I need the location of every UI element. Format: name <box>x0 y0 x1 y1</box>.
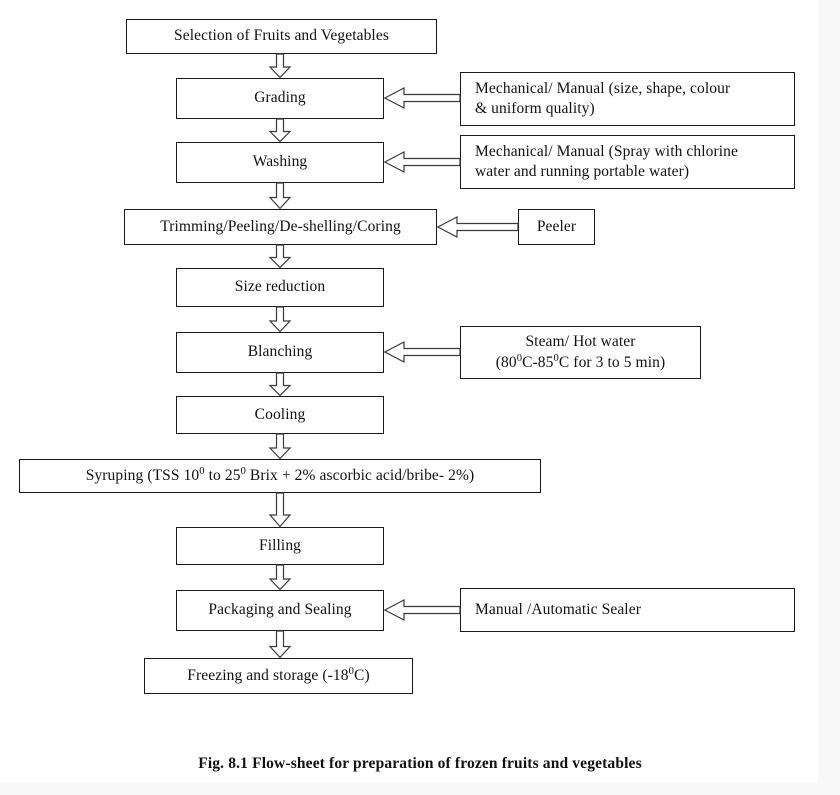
process-label-cooling: Cooling <box>254 405 306 423</box>
flow-arrow-trimming-to-size-reduction <box>268 244 292 269</box>
flow-arrow-packaging-to-freezing <box>268 630 292 659</box>
process-box-syruping: Syruping (TSS 100 to 250 Brix + 2% ascor… <box>19 459 541 493</box>
flow-arrow-grading-note-to-grading <box>383 87 461 109</box>
flow-arrow-washing-to-trimming <box>268 182 292 210</box>
process-box-washing: Washing <box>176 142 384 183</box>
annotation-box-grading-note: Mechanical/ Manual (size, shape, colour&… <box>460 72 795 126</box>
process-label-trimming: Trimming/Peeling/De-shelling/Coring <box>160 217 401 235</box>
flow-arrow-selection-to-grading <box>268 53 292 79</box>
process-label-washing: Washing <box>252 153 308 171</box>
figure-caption: Fig. 8.1 Flow-sheet for preparation of f… <box>0 755 840 773</box>
process-box-blanching: Blanching <box>176 332 384 373</box>
flow-arrow-sealer-note-to-packaging <box>383 599 461 621</box>
process-box-cooling: Cooling <box>176 396 384 434</box>
process-label-filling: Filling <box>258 536 302 554</box>
flow-arrow-size-reduction-to-blanching <box>268 306 292 333</box>
page-margin-right <box>818 0 840 795</box>
process-label-blanching: Blanching <box>247 343 313 361</box>
process-box-size-reduction: Size reduction <box>176 268 384 307</box>
process-label-selection: Selection of Fruits and Vegetables <box>174 27 389 45</box>
process-box-freezing: Freezing and storage (-180C) <box>144 658 413 694</box>
process-label-packaging: Packaging and Sealing <box>208 601 352 619</box>
annotation-text-peeler-note: Peeler <box>536 217 577 235</box>
process-label-size-reduction: Size reduction <box>234 278 326 296</box>
annotation-box-blanching-note: Steam/ Hot water(800C-850C for 3 to 5 mi… <box>460 326 701 379</box>
process-box-packaging: Packaging and Sealing <box>176 590 384 631</box>
figure-caption-text: Fig. 8.1 Flow-sheet for preparation of f… <box>198 755 642 772</box>
page-margin-bottom <box>0 783 840 795</box>
flow-arrow-peeler-note-to-trimming <box>436 216 519 238</box>
flow-arrow-washing-note-to-washing <box>383 151 461 173</box>
process-box-trimming: Trimming/Peeling/De-shelling/Coring <box>124 209 437 245</box>
process-box-selection: Selection of Fruits and Vegetables <box>126 19 437 54</box>
process-box-filling: Filling <box>176 527 384 565</box>
annotation-box-sealer-note: Manual /Automatic Sealer <box>460 588 795 632</box>
flow-arrow-filling-to-packaging <box>268 564 292 591</box>
process-label-grading: Grading <box>254 89 306 107</box>
annotation-box-peeler-note: Peeler <box>518 209 595 245</box>
process-box-grading: Grading <box>176 78 384 119</box>
annotation-text-sealer-note: Manual /Automatic Sealer <box>475 600 641 618</box>
process-label-syruping: Syruping (TSS 100 to 250 Brix + 2% ascor… <box>85 465 475 484</box>
flow-arrow-syruping-to-filling <box>268 492 292 528</box>
flow-arrow-blanching-note-to-blanching <box>383 341 461 363</box>
flow-arrow-grading-to-washing <box>268 118 292 143</box>
flow-arrow-blanching-to-cooling <box>268 372 292 397</box>
annotation-text-grading-note: Mechanical/ Manual (size, shape, colour&… <box>475 79 731 117</box>
flow-arrow-cooling-to-syruping <box>268 433 292 460</box>
process-label-freezing: Freezing and storage (-180C) <box>187 665 370 684</box>
annotation-text-blanching-note: Steam/ Hot water(800C-850C for 3 to 5 mi… <box>495 333 666 371</box>
